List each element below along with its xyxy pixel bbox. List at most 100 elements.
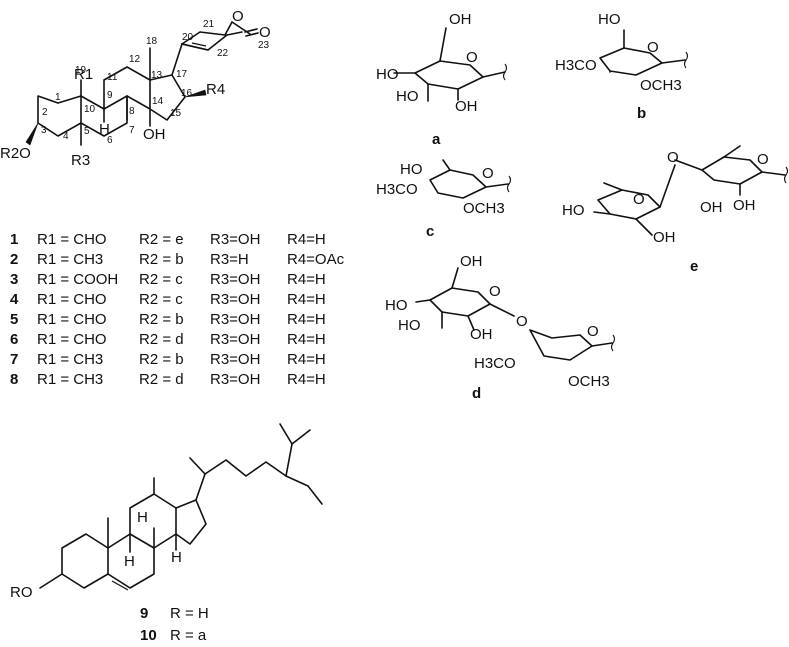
sugar-c-ho: HO <box>400 161 423 178</box>
sugar-d-tag: d <box>472 385 481 402</box>
sugar-c-h3co: H3CO <box>376 181 418 198</box>
sugar-d-ring-o: O <box>587 323 599 340</box>
compound-8-r3: R3=OH <box>210 371 260 388</box>
r1-label: R1 <box>74 66 93 83</box>
compound-4-r1: R1 = CHO <box>37 291 107 308</box>
atom-number-2: 2 <box>42 107 48 118</box>
compound-8-r4: R4=H <box>287 371 326 388</box>
compound-1-id: 1 <box>10 231 18 248</box>
compound-7-id: 7 <box>10 351 18 368</box>
atom-number-18: 18 <box>146 36 158 47</box>
compound-6-r3: R3=OH <box>210 331 260 348</box>
atom-number-19: 19 <box>75 65 87 76</box>
sugar-c: HO H3CO OCH3 O c <box>376 159 512 240</box>
r3-label: R3 <box>71 152 90 169</box>
compound-4-r3: R3=OH <box>210 291 260 308</box>
compound-5-r4: R4=H <box>287 311 326 328</box>
compound-3-r2: R2 = c <box>139 271 183 288</box>
compound-7-r3: R3=OH <box>210 351 260 368</box>
atom-numbers: 1 2 3 4 5 6 7 8 9 10 11 12 13 14 15 16 1… <box>41 19 270 146</box>
sugar-b-och3: OCH3 <box>640 77 682 94</box>
compound-7-r4: R4=H <box>287 351 326 368</box>
sugar-e-oh-3: OH <box>700 199 723 216</box>
cardenolide-labels: R1 R2O R3 R4 OH H O O <box>0 8 271 169</box>
sugar-a-ho-3: HO <box>396 88 419 105</box>
sugar-b-ring-o: O <box>647 39 659 56</box>
sugar-d-ho-3: HO <box>398 317 421 334</box>
compound-1-r2: R2 = e <box>139 231 184 248</box>
carbonyl-oxygen-label: O <box>259 24 271 41</box>
compound-6-id: 6 <box>10 331 18 348</box>
atom-number-14: 14 <box>152 96 164 107</box>
sterol-9-id: 9 <box>140 605 148 622</box>
compound-3-r3: R3=OH <box>210 271 260 288</box>
sugar-d-glc-ring-o: O <box>489 283 501 300</box>
compound-3-r1: R1 = COOH <box>37 271 118 288</box>
compound-5-r1: R1 = CHO <box>37 311 107 328</box>
compound-5-r2: R2 = b <box>139 311 184 328</box>
atom-number-8: 8 <box>129 106 135 117</box>
compound-6-r2: R2 = d <box>139 331 184 348</box>
sugar-e-oh-outer: OH <box>733 197 756 214</box>
sugar-a-ho-4: HO <box>376 66 399 83</box>
atom-number-15: 15 <box>170 108 182 119</box>
compound-1-r4: R4=H <box>287 231 326 248</box>
compound-5-id: 5 <box>10 311 18 328</box>
atom-number-13: 13 <box>151 70 163 81</box>
sugar-e-oh-inner: OH <box>653 229 676 246</box>
compound-2-r1: R1 = CH3 <box>37 251 103 268</box>
sterol-h-14-label: H <box>171 549 182 566</box>
atom-number-16: 16 <box>181 88 193 99</box>
sugar-b-h3co: H3CO <box>555 57 597 74</box>
sterol-10-id: 10 <box>140 627 157 644</box>
compound-8-r2: R2 = d <box>139 371 184 388</box>
sugar-c-och3: OCH3 <box>463 200 505 217</box>
sugar-a: OH HO HO OH O a <box>376 11 508 148</box>
compound-5-r3: R3=OH <box>210 311 260 328</box>
compound-7-r2: R2 = b <box>139 351 184 368</box>
compound-8-id: 8 <box>10 371 18 388</box>
sugar-a-oh-6: OH <box>449 11 472 28</box>
compound-8-r1: R1 = CH3 <box>37 371 103 388</box>
compound-6-r4: R4=H <box>287 331 326 348</box>
atom-number-4: 4 <box>63 131 69 142</box>
sugar-d: OH HO HO OH O O H3CO OCH3 O d <box>385 253 616 402</box>
atom-number-17: 17 <box>176 69 188 80</box>
atom-number-22: 22 <box>217 48 229 59</box>
atom-number-20: 20 <box>182 32 194 43</box>
compound-6-r1: R1 = CHO <box>37 331 107 348</box>
atom-number-12: 12 <box>129 54 141 65</box>
sterol-9-text: R = H <box>170 605 209 622</box>
compound-1-r1: R1 = CHO <box>37 231 107 248</box>
sugar-b: HO H3CO OCH3 O b <box>555 11 689 122</box>
atom-number-23: 23 <box>258 40 270 51</box>
r4-label: R4 <box>206 81 225 98</box>
compound-4-id: 4 <box>10 291 19 308</box>
compound-4-r2: R2 = c <box>139 291 183 308</box>
atom-number-5: 5 <box>84 126 90 137</box>
atom-number-10: 10 <box>84 104 96 115</box>
sugar-d-ho-4: HO <box>385 297 408 314</box>
compound-3-r4: R4=H <box>287 271 326 288</box>
compound-4-r4: R4=H <box>287 291 326 308</box>
atom-number-21: 21 <box>203 19 215 30</box>
atom-number-11: 11 <box>107 72 118 83</box>
compound-table: 1 R1 = CHO R2 = e R3=OH R4=H 2 R1 = CH3 R2 = b R… <box>10 231 345 388</box>
sterol-legend: 9 R = H 10 R = a <box>140 605 209 644</box>
sterol-10-text: R = a <box>170 627 207 644</box>
sugar-a-ring-o: O <box>466 49 478 66</box>
sugar-e-inner-ring-o: O <box>633 191 645 208</box>
oh-label: OH <box>143 126 166 143</box>
compound-2-r3: R3=H <box>210 251 249 268</box>
atom-number-3: 3 <box>41 125 47 136</box>
sterol-scaffold: RO H H H <box>10 423 323 601</box>
compound-7-r1: R1 = CH3 <box>37 351 103 368</box>
sugar-b-ho: HO <box>598 11 621 28</box>
sugar-e: O HO OH OH O O OH e <box>562 145 789 275</box>
sugar-a-oh-2: OH <box>455 98 478 115</box>
sugar-d-link-o: O <box>516 313 528 330</box>
compound-2-id: 2 <box>10 251 18 268</box>
sugar-e-link-o: O <box>667 149 679 166</box>
cardenolide-scaffold <box>25 21 259 146</box>
